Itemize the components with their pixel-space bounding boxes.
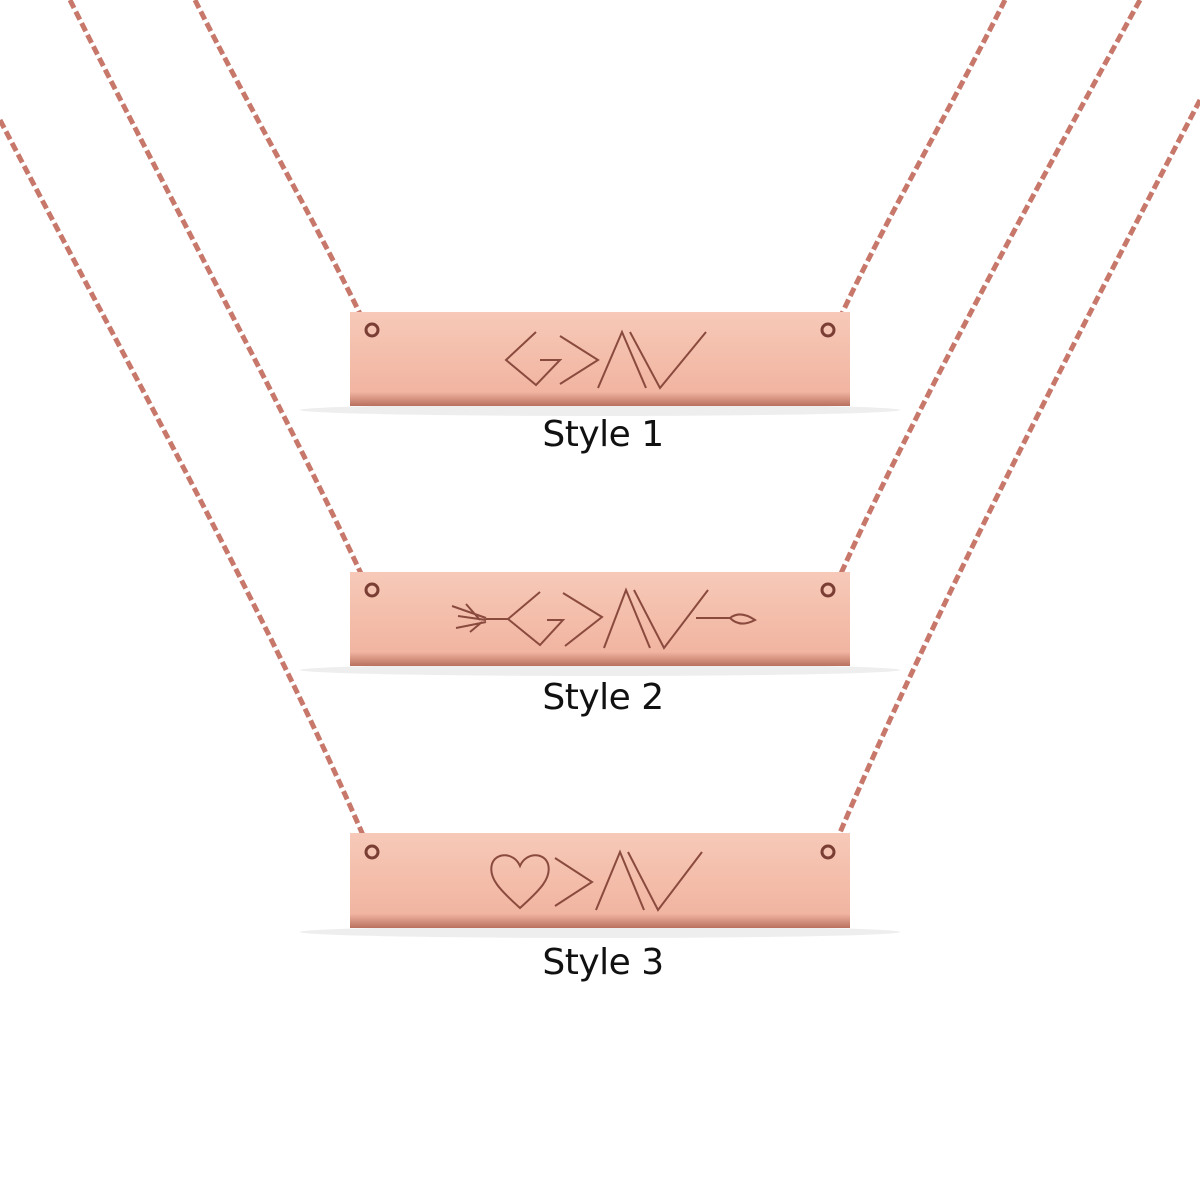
chain-1-left bbox=[192, 0, 365, 320]
style-3-label: Style 3 bbox=[542, 942, 664, 983]
bar-style-3 bbox=[300, 833, 900, 938]
style-2-label: Style 2 bbox=[542, 677, 664, 718]
chain-3-right bbox=[833, 98, 1200, 843]
chains bbox=[0, 0, 1200, 843]
engraving-3 bbox=[490, 849, 703, 912]
chain-2-right bbox=[835, 0, 1143, 582]
bar-style-2 bbox=[300, 572, 900, 676]
chain-1-right bbox=[837, 0, 1008, 320]
bar-style-1 bbox=[300, 312, 900, 416]
chain-3-left bbox=[0, 118, 369, 843]
engraving-2 bbox=[451, 587, 757, 650]
engraving-1 bbox=[504, 329, 707, 390]
chain-2-left bbox=[67, 0, 367, 582]
style-1-label: Style 1 bbox=[542, 414, 664, 455]
